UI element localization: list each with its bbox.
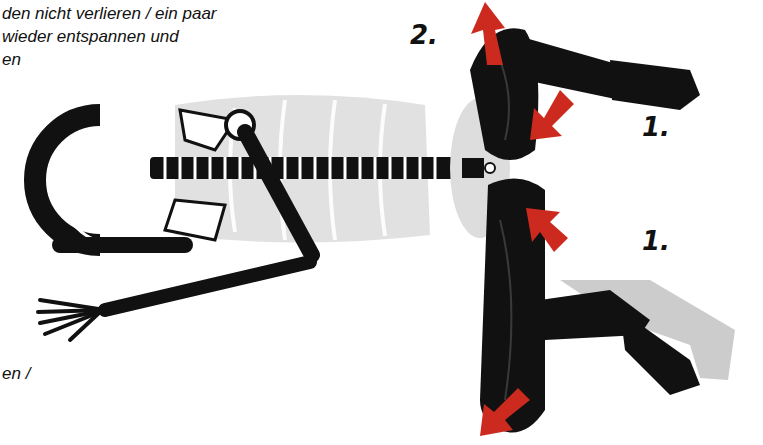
arms	[60, 132, 312, 310]
callout-number: 1.	[642, 112, 670, 142]
instruction-note: en /	[2, 364, 30, 384]
spine	[150, 157, 460, 179]
instruction-note: den nicht verlieren / ein paar	[2, 4, 217, 24]
instruction-note: en	[2, 50, 21, 70]
head	[35, 115, 100, 245]
callout-number: 1.	[642, 226, 670, 256]
instruction-note: wieder entspannen und	[2, 27, 179, 47]
leg-upper	[470, 28, 700, 160]
callout-number: 2.	[410, 20, 438, 50]
movement-arrows	[471, 2, 574, 436]
shoulder-blades	[165, 110, 235, 240]
hand	[38, 300, 105, 340]
